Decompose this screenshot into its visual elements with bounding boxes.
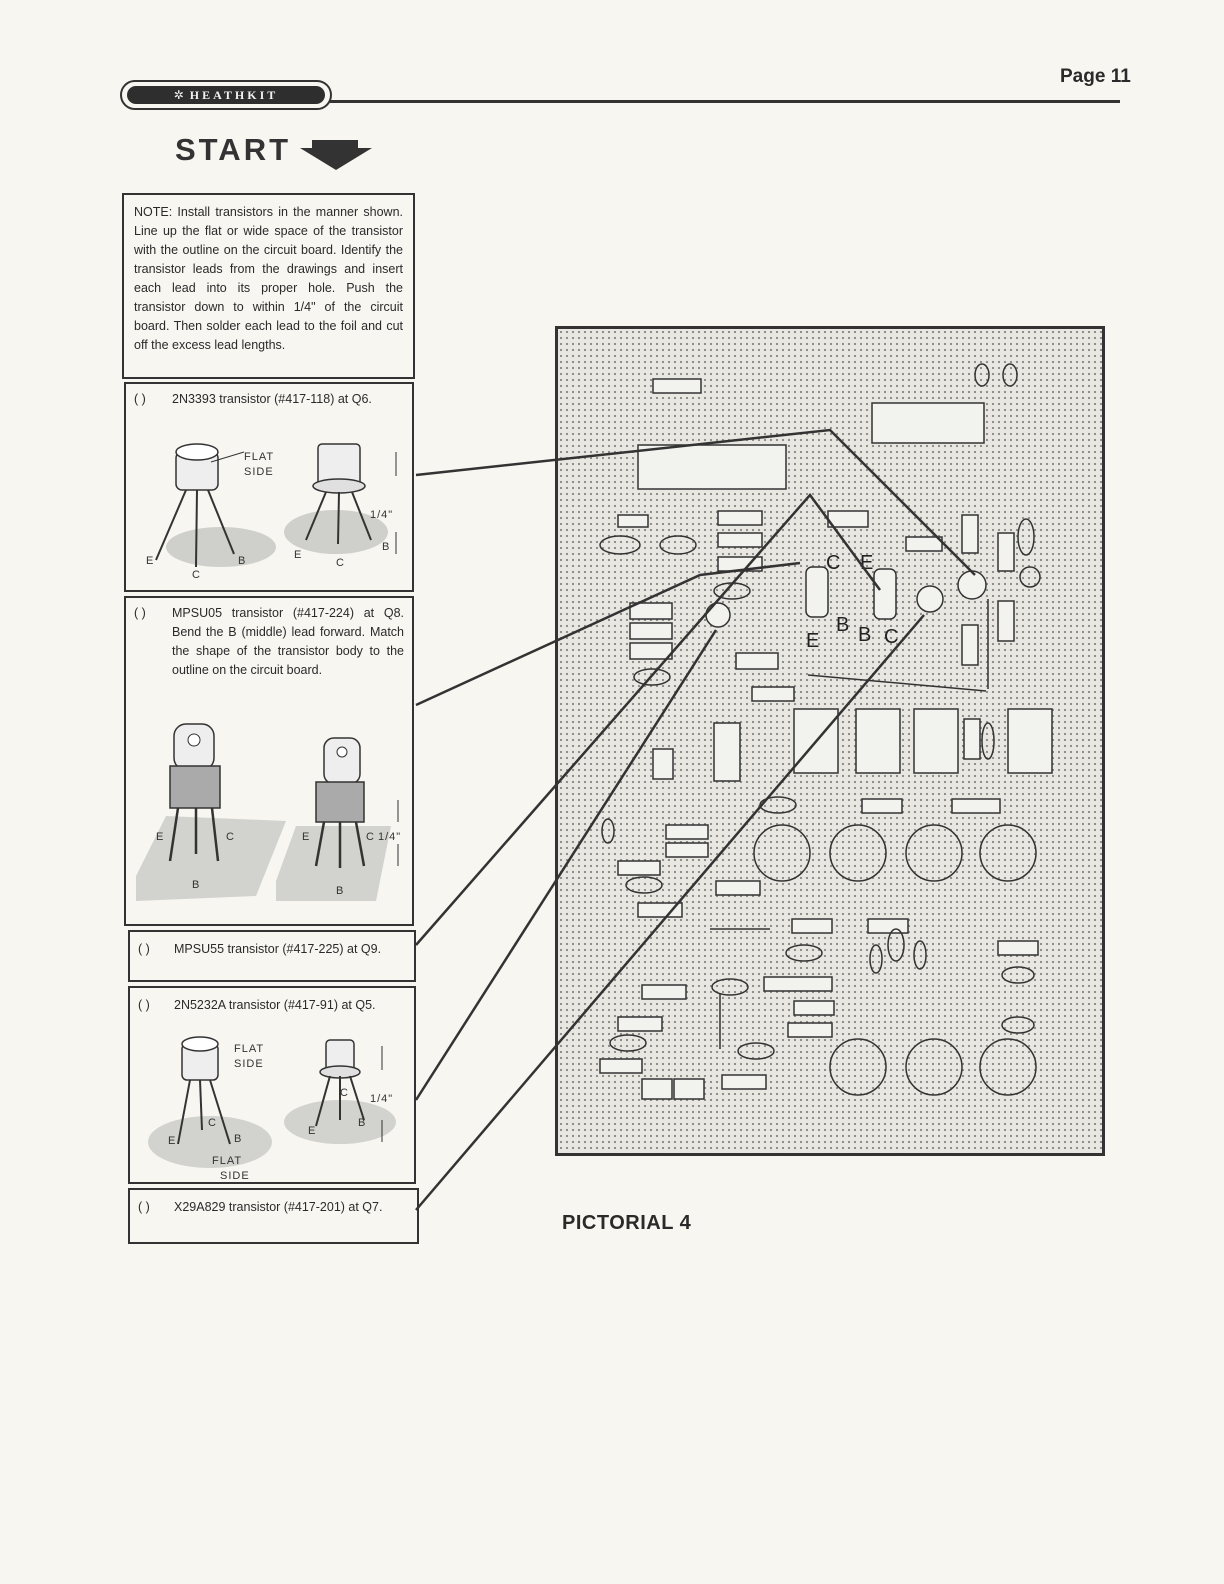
figure-caption: PICTORIAL 4 bbox=[562, 1212, 692, 1234]
dimension-label: 1/4" bbox=[370, 1093, 393, 1105]
lead-b-label: B bbox=[234, 1133, 242, 1145]
side-label: SIDE bbox=[220, 1170, 250, 1182]
pcb-lead-e-label: E bbox=[806, 630, 819, 652]
lead-c-label: C bbox=[340, 1087, 349, 1099]
lead-c-label: C bbox=[366, 831, 375, 843]
heathkit-logo: ✲ HEATHKIT bbox=[120, 80, 332, 110]
transistor-to92-diagram: FLAT SIDE E C B 1/4" E C B bbox=[146, 443, 397, 581]
lead-e-label: E bbox=[294, 549, 302, 561]
step-text: 2N5232A transistor (#417-91) at Q5. bbox=[174, 998, 376, 1012]
transistor-to92-diagram: FLAT SIDE E C B FLAT SIDE 1/4" E C B bbox=[148, 1036, 396, 1182]
step-q7: ( ) X29A829 transistor (#417-201) at Q7. bbox=[128, 1188, 419, 1244]
header-rule bbox=[330, 100, 1120, 103]
step-text: X29A829 transistor (#417-201) at Q7. bbox=[174, 1200, 383, 1214]
lead-e-label: E bbox=[302, 831, 310, 843]
flat-label: FLAT bbox=[212, 1155, 242, 1167]
pcb-lead-e-label: E bbox=[860, 552, 873, 574]
lead-b-label: B bbox=[358, 1117, 366, 1129]
side-label: SIDE bbox=[244, 466, 274, 478]
start-label: START bbox=[175, 132, 292, 167]
dimension-label: 1/4" bbox=[378, 831, 401, 843]
lead-c-label: C bbox=[208, 1117, 217, 1129]
pcb-lead-b-label: B bbox=[858, 624, 871, 646]
down-arrow-icon bbox=[300, 140, 372, 170]
step-q5: ( ) 2N5232A transistor (#417-91) at Q5. … bbox=[128, 986, 416, 1184]
atom-icon: ✲ bbox=[173, 88, 184, 102]
step-q9: ( ) MPSU55 transistor (#417-225) at Q9. bbox=[128, 930, 416, 982]
step-checkbox[interactable]: ( ) bbox=[138, 942, 150, 956]
step-text: MPSU05 transistor (#417-224) at Q8. Bend… bbox=[172, 606, 404, 677]
step-checkbox[interactable]: ( ) bbox=[134, 392, 146, 406]
lead-b-label: B bbox=[382, 541, 390, 553]
lead-e-label: E bbox=[308, 1125, 316, 1137]
lead-c-label: C bbox=[226, 831, 235, 843]
flat-label: FLAT bbox=[244, 451, 274, 463]
step-checkbox[interactable]: ( ) bbox=[134, 606, 146, 620]
step-checkbox[interactable]: ( ) bbox=[138, 998, 150, 1012]
step-checkbox[interactable]: ( ) bbox=[138, 1200, 150, 1214]
circuit-board-components: C E B B C E bbox=[599, 363, 1053, 1100]
pcb-lead-b-label: B bbox=[836, 614, 849, 636]
lead-c-label: C bbox=[192, 569, 201, 581]
pcb-lead-c-label: C bbox=[826, 552, 840, 574]
lead-b-label: B bbox=[238, 555, 246, 567]
dimension-label: 1/4" bbox=[370, 509, 393, 521]
lead-e-label: E bbox=[168, 1135, 176, 1147]
transistor-mpsu-diagram: E C B 1/4" E C B bbox=[136, 723, 401, 901]
brand-name: HEATHKIT bbox=[189, 87, 279, 102]
flat-label: FLAT bbox=[234, 1043, 264, 1055]
circuit-board-pictorial: C E B B C E bbox=[555, 326, 1105, 1156]
lead-e-label: E bbox=[146, 555, 154, 567]
pcb-lead-c-label: C bbox=[884, 626, 898, 648]
lead-e-label: E bbox=[156, 831, 164, 843]
lead-b-label: B bbox=[192, 879, 200, 891]
step-text: 2N3393 transistor (#417-118) at Q6. bbox=[172, 392, 372, 406]
side-label: SIDE bbox=[234, 1058, 264, 1070]
page-number: Page 11 bbox=[1060, 66, 1131, 87]
lead-b-label: B bbox=[336, 885, 344, 897]
step-q8: ( ) MPSU05 transistor (#417-224) at Q8. … bbox=[124, 596, 414, 926]
step-q6: ( ) 2N3393 transistor (#417-118) at Q6. … bbox=[124, 382, 414, 592]
note-box: NOTE: Install transistors in the manner … bbox=[122, 193, 415, 379]
lead-c-label: C bbox=[336, 557, 345, 569]
step-text: MPSU55 transistor (#417-225) at Q9. bbox=[174, 942, 382, 956]
